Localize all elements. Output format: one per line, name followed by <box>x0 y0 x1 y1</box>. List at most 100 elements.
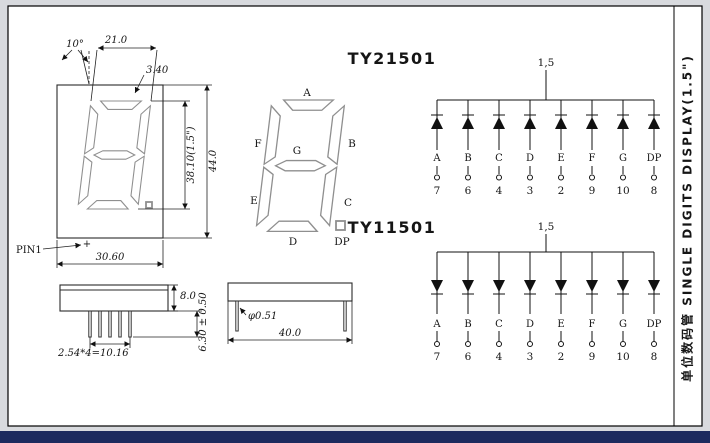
side-body <box>59 284 169 312</box>
pin-terminal <box>651 341 657 347</box>
ext-line <box>90 49 98 102</box>
length-dim: 40.0 <box>278 328 302 339</box>
branch-d: D 3 <box>524 252 536 363</box>
pin-number: 10 <box>616 185 629 197</box>
branch-f: F 9 <box>586 252 598 363</box>
branch-e: E 2 <box>555 252 567 363</box>
lead-pin <box>88 310 92 338</box>
label-dp: DP <box>334 236 349 248</box>
branch-e: E 2 <box>555 100 567 197</box>
lead-pin <box>128 310 132 338</box>
segment-diagram: A B C D E F G DP <box>250 87 356 248</box>
pin-terminal <box>651 174 657 181</box>
branch-d: D 3 <box>524 100 536 197</box>
pin-number: 3 <box>527 351 534 363</box>
lead-pin <box>108 310 112 338</box>
segment-label: G <box>619 153 627 164</box>
label-c: C <box>344 197 352 209</box>
segment-label: C <box>495 153 503 164</box>
bottom-bar <box>0 431 710 443</box>
pin-terminal <box>558 341 564 347</box>
label-e: E <box>250 195 258 207</box>
pin-terminal <box>434 174 440 181</box>
model-title-top: TY21501 <box>348 49 437 68</box>
pin-terminal <box>620 174 626 181</box>
thickness-dim: 8.0 <box>180 291 197 302</box>
pin-number: 4 <box>496 185 503 197</box>
branch-a: A 7 <box>431 100 443 197</box>
common-pins-label: 1,5 <box>538 221 555 233</box>
leader-line <box>239 307 247 316</box>
digit-width-dim: 21.0 <box>104 35 128 46</box>
pin-number: 8 <box>651 185 658 197</box>
lead-pin <box>235 300 239 332</box>
pin-terminal <box>465 174 471 181</box>
segment-width-dim: 3.40 <box>146 65 169 76</box>
circuit-ty11501: 1,5 A 7 B 6 C 4 D 3 <box>431 221 662 363</box>
angle-dim: 10° <box>66 39 84 50</box>
lead-pin <box>343 300 347 332</box>
body-height-dim: 44.0 <box>208 149 219 173</box>
label-g: G <box>293 145 301 157</box>
pin-terminal <box>434 341 440 347</box>
segment-label: A <box>432 153 441 164</box>
pin-pitch-dim: 2.54*4=10.16 <box>57 348 129 359</box>
lead-pin <box>98 310 102 338</box>
segment-label: D <box>526 319 534 330</box>
pin-number: 10 <box>616 351 629 363</box>
pin-terminal <box>589 174 595 181</box>
segment-label: D <box>526 153 534 164</box>
circuit-ty21501: 1,5 A 7 B 6 C 4 D 3 <box>431 57 662 197</box>
dp-dot <box>335 220 346 231</box>
pin-number: 8 <box>651 351 658 363</box>
pin-terminal <box>620 341 626 347</box>
side-view-long: φ0.51 40.0 <box>227 282 353 344</box>
side-body-long <box>227 282 353 302</box>
pin1-label: PIN1 <box>16 245 42 256</box>
common-pins-label: 1,5 <box>538 57 555 69</box>
segment-label: E <box>557 153 564 164</box>
pin-number: 6 <box>465 185 472 197</box>
body-width-dim: 30.60 <box>96 252 125 263</box>
side-view-short: 8.0 6.30 ± 0.50 2.54*4=10.16 <box>57 284 209 359</box>
segment-label: DP <box>647 319 662 330</box>
lead-pin <box>118 310 122 338</box>
branch-c: C 4 <box>493 252 505 363</box>
branch-dp: DP 8 <box>647 252 662 363</box>
pin-terminal <box>558 174 564 181</box>
pin-number: 2 <box>558 185 565 197</box>
pin-number: 7 <box>434 185 441 197</box>
label-a: A <box>302 87 311 99</box>
pin-number: 6 <box>465 351 472 363</box>
label-d: D <box>289 236 297 248</box>
package-outline <box>56 84 164 239</box>
pin-terminal <box>496 341 502 347</box>
branch-a: A 7 <box>431 252 443 363</box>
segment-label: E <box>557 319 564 330</box>
segment-label: A <box>432 319 441 330</box>
front-dp-dot <box>145 201 153 209</box>
pin-number: 3 <box>527 185 534 197</box>
branch-dp: DP 8 <box>647 100 662 197</box>
pin-terminal <box>589 341 595 347</box>
digit-height-dim: 38.10(1.5") <box>186 126 197 183</box>
segment-label: F <box>589 153 596 164</box>
pin-length-dim: 6.30 ± 0.50 <box>198 292 209 352</box>
angle-arrow-left <box>61 49 73 61</box>
branch-f: F 9 <box>586 100 598 197</box>
leader-line <box>134 74 145 94</box>
segment-label: G <box>619 319 627 330</box>
pin-number: 2 <box>558 351 565 363</box>
branch-g: G 10 <box>616 100 630 197</box>
pin-number: 7 <box>434 351 441 363</box>
label-f: F <box>254 138 261 150</box>
pin-terminal <box>465 341 471 347</box>
pin-number: 9 <box>589 185 596 197</box>
pin-number: 9 <box>589 351 596 363</box>
branch-c: C 4 <box>493 100 505 197</box>
segment-label: F <box>589 319 596 330</box>
polarity-mark: + <box>83 239 91 250</box>
segment-label: B <box>464 319 471 330</box>
branch-g: G 10 <box>616 252 630 363</box>
